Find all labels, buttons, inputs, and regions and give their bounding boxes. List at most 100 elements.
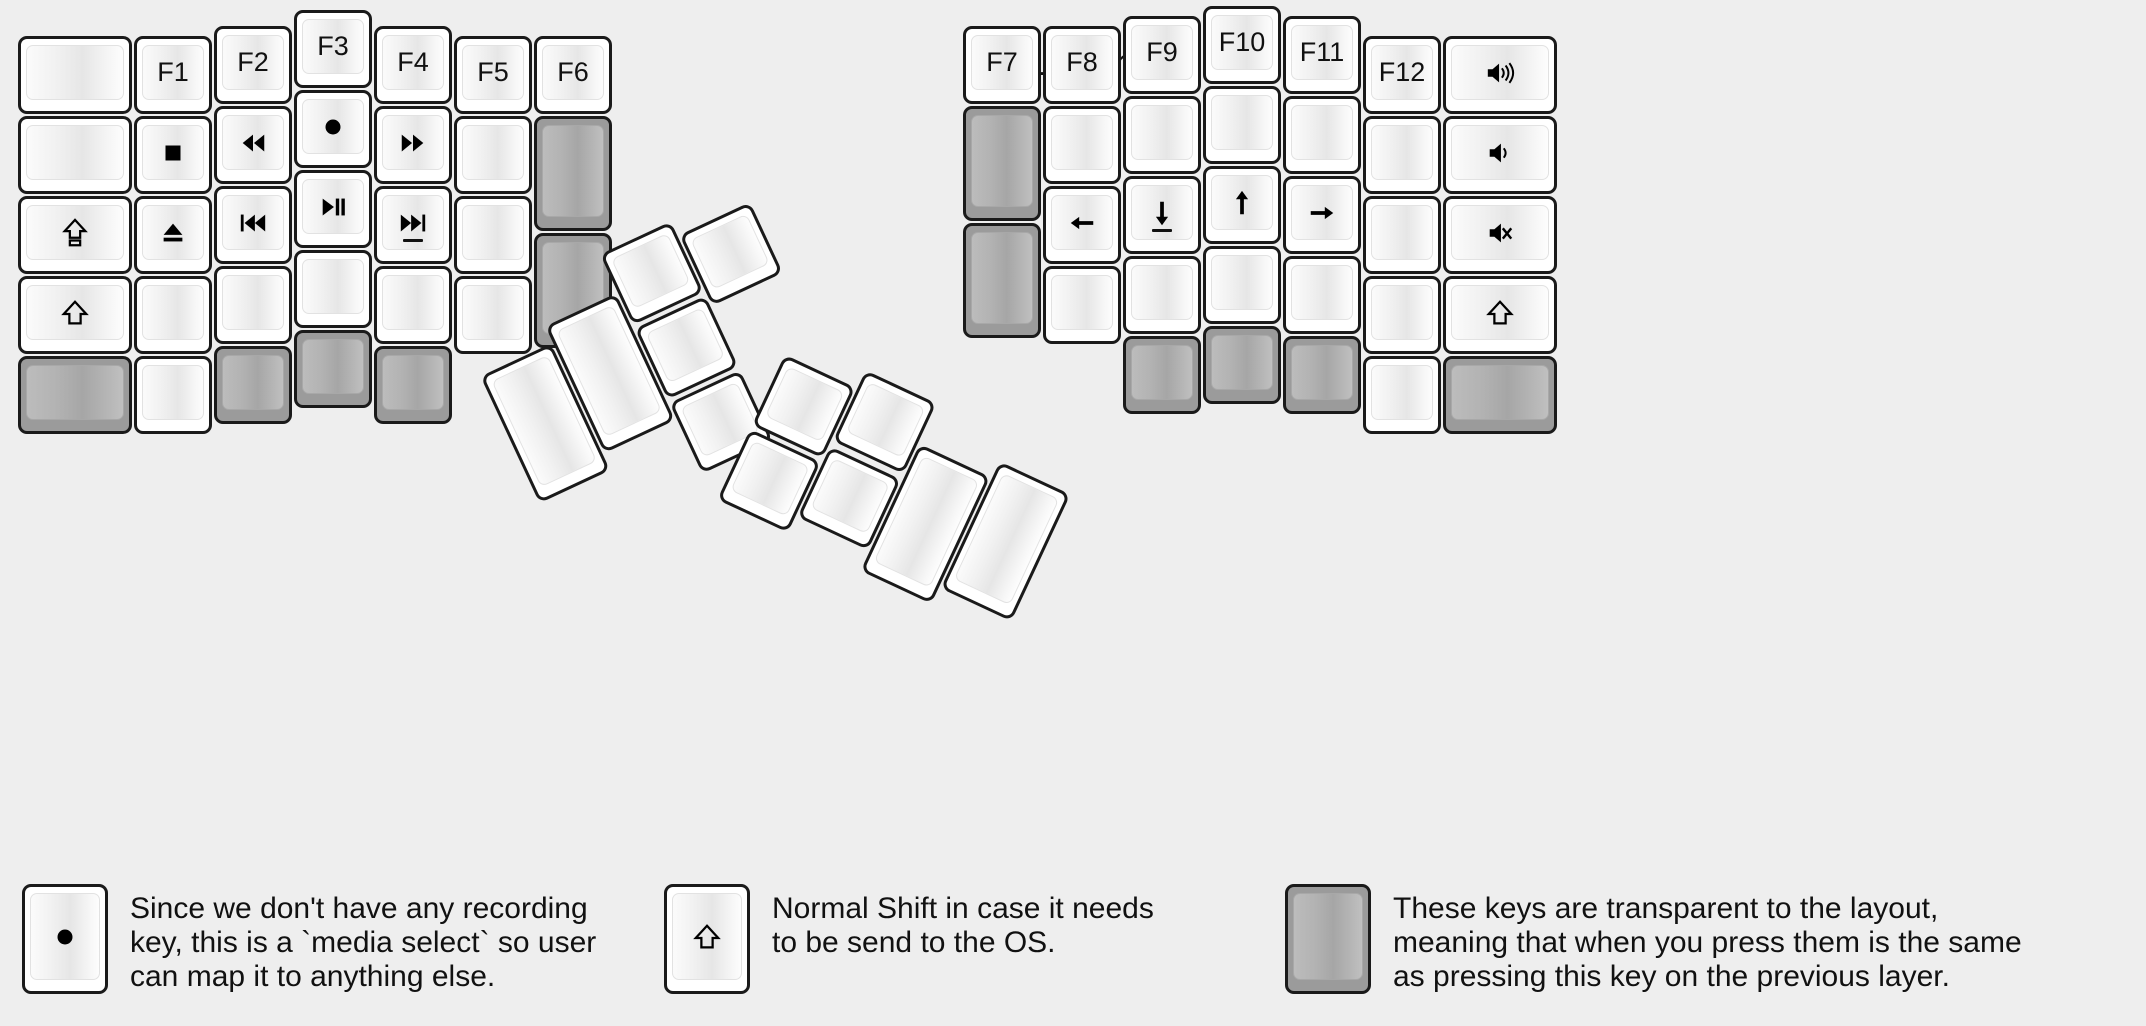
key-blank[interactable]: [1363, 356, 1441, 434]
keycap-face: [1291, 345, 1353, 400]
key-caps-lock[interactable]: [18, 196, 132, 274]
key-blank[interactable]: [1203, 246, 1281, 324]
note-transparent-key[interactable]: [1285, 884, 1371, 994]
key-blank[interactable]: [294, 250, 372, 328]
key-f10[interactable]: F10: [1203, 6, 1281, 84]
key-blank[interactable]: [214, 266, 292, 344]
key-blank[interactable]: [18, 36, 132, 114]
key-transparent[interactable]: [294, 330, 372, 408]
key-blank[interactable]: [1283, 96, 1361, 174]
key-arrow-right[interactable]: [1283, 176, 1361, 254]
legend-notes: Since we don't have any recording key, t…: [0, 884, 2146, 1026]
key-blank[interactable]: [1043, 266, 1121, 344]
note-record-key[interactable]: [22, 884, 108, 994]
note-shift-swatch: [664, 884, 750, 994]
key-blank[interactable]: [1363, 276, 1441, 354]
key-transparent[interactable]: [1283, 336, 1361, 414]
keycap-face: [1051, 275, 1113, 330]
key-arrow-left[interactable]: [1043, 186, 1121, 264]
key-blank[interactable]: [374, 266, 452, 344]
key-transparent[interactable]: [963, 106, 1041, 221]
key-f4[interactable]: F4: [374, 26, 452, 104]
key-volume-down[interactable]: [1443, 116, 1557, 194]
key-previous-track[interactable]: [214, 186, 292, 264]
key-play-pause[interactable]: [294, 170, 372, 248]
key-blank[interactable]: [1203, 86, 1281, 164]
key-volume-up[interactable]: [1443, 36, 1557, 114]
key-legend: F7: [986, 47, 1018, 77]
key-transparent[interactable]: [1443, 356, 1557, 434]
key-blank[interactable]: [134, 276, 212, 354]
key-transparent[interactable]: [1203, 326, 1281, 404]
keycap-face: [382, 355, 444, 410]
key-f8[interactable]: F8: [1043, 26, 1121, 104]
key-blank[interactable]: [1363, 116, 1441, 194]
arrow-up-icon: [1227, 188, 1257, 218]
volume-down-icon: [1485, 138, 1515, 168]
key-blank[interactable]: [1043, 106, 1121, 184]
key-volume-mute[interactable]: [1443, 196, 1557, 274]
rewind-icon: [238, 128, 268, 158]
key-transparent[interactable]: [18, 356, 132, 434]
keycap-face: F6: [542, 45, 604, 100]
key-f3[interactable]: F3: [294, 10, 372, 88]
keycap-face: [222, 355, 284, 410]
key-transparent[interactable]: [963, 223, 1041, 338]
keycap-face: [1211, 335, 1273, 390]
eject-icon: [158, 218, 188, 248]
key-blank[interactable]: [454, 116, 532, 194]
record-icon: [50, 922, 80, 952]
key-f12[interactable]: F12: [1363, 36, 1441, 114]
key-blank[interactable]: [1123, 96, 1201, 174]
key-rewind[interactable]: [214, 106, 292, 184]
keycap-face: [462, 205, 524, 260]
keycap-face: [222, 195, 284, 250]
keycap-face: [26, 45, 124, 100]
keycap-face: [382, 115, 444, 170]
key-blank[interactable]: [1123, 256, 1201, 334]
keycap-face: [672, 893, 742, 980]
key-blank[interactable]: [1363, 196, 1441, 274]
key-arrow-up[interactable]: [1203, 166, 1281, 244]
key-f2[interactable]: F2: [214, 26, 292, 104]
key-transparent[interactable]: [374, 346, 452, 424]
note-shift-key[interactable]: [664, 884, 750, 994]
key-blank[interactable]: [18, 116, 132, 194]
keycap-face: [971, 115, 1033, 207]
key-blank[interactable]: [454, 276, 532, 354]
key-shift[interactable]: [18, 276, 132, 354]
keycap-face: [222, 275, 284, 330]
key-f1[interactable]: F1: [134, 36, 212, 114]
key-legend: F5: [477, 57, 509, 87]
note-transparent: These keys are transparent to the layout…: [1285, 884, 2022, 995]
key-f7[interactable]: F7: [963, 26, 1041, 104]
key-shift[interactable]: [1443, 276, 1557, 354]
keycap-face: [462, 125, 524, 180]
key-f9[interactable]: F9: [1123, 16, 1201, 94]
keycap-face: [1371, 365, 1433, 420]
key-f5[interactable]: F5: [454, 36, 532, 114]
key-legend: F12: [1378, 57, 1426, 87]
key-transparent[interactable]: [534, 116, 612, 231]
key-blank[interactable]: [454, 196, 532, 274]
key-blank[interactable]: [1283, 256, 1361, 334]
key-arrow-down[interactable]: [1123, 176, 1201, 254]
key-eject[interactable]: [134, 196, 212, 274]
key-stop[interactable]: [134, 116, 212, 194]
keycap-face: [645, 307, 726, 384]
key-next-track[interactable]: [374, 186, 452, 264]
keycap-face: [611, 232, 691, 310]
key-transparent[interactable]: [214, 346, 292, 424]
key-blank[interactable]: [134, 356, 212, 434]
keycap-face: [142, 285, 204, 340]
key-f11[interactable]: F11: [1283, 16, 1361, 94]
keycap-face: F10: [1211, 15, 1273, 70]
key-record[interactable]: [294, 90, 372, 168]
key-f6[interactable]: F6: [534, 36, 612, 114]
key-fast-forward[interactable]: [374, 106, 452, 184]
note-shift: Normal Shift in case it needs to be send…: [664, 884, 1154, 994]
caps-lock-icon: [60, 217, 90, 248]
key-transparent[interactable]: [1123, 336, 1201, 414]
keycap-face: [142, 125, 204, 180]
note-record-swatch: [22, 884, 108, 994]
